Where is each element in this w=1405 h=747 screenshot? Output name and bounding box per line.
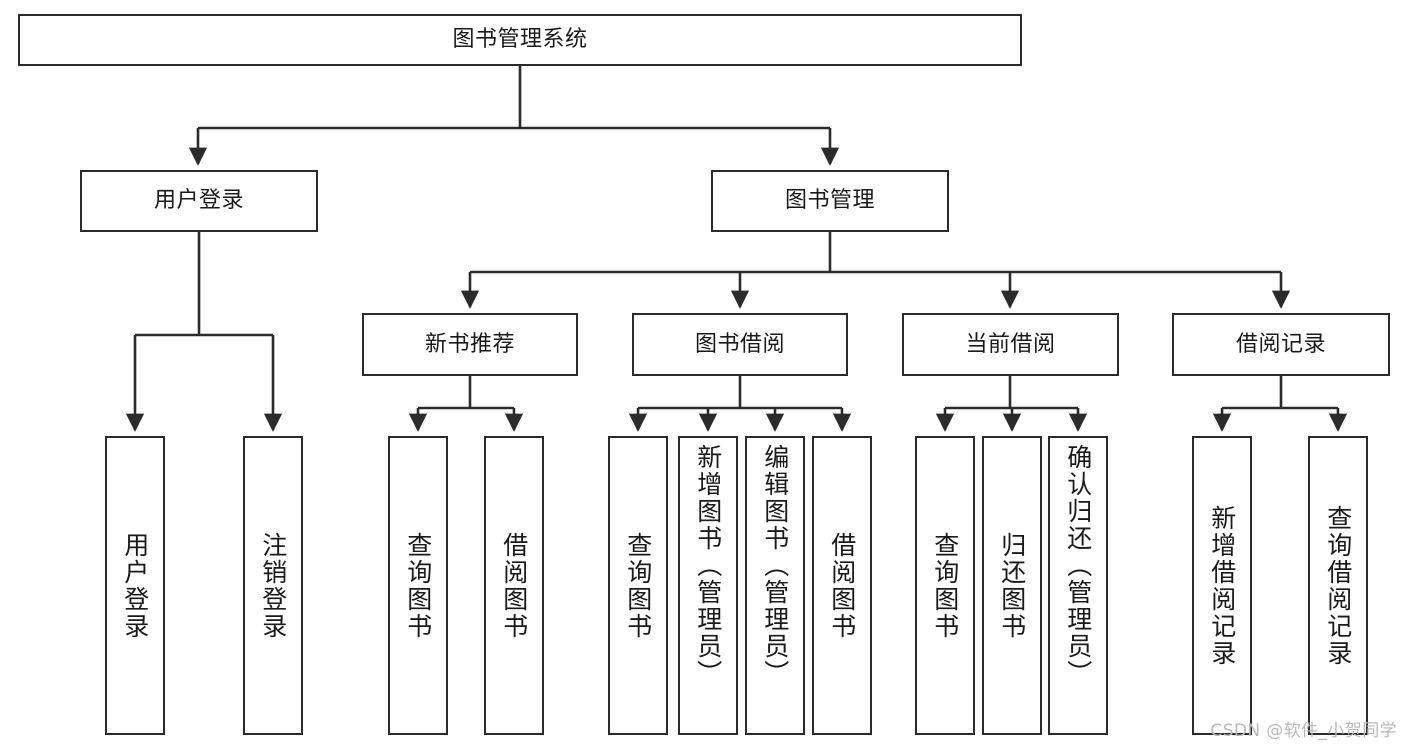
watermark: CSDN @软件_小贺同学 <box>1210 721 1397 741</box>
leaf-user-login-2[interactable]: 注销登录 <box>243 436 303 735</box>
leaf-current-borrow-2[interactable]: 归还图书 <box>982 436 1042 735</box>
node-current-borrow-label: 当前借阅 <box>965 331 1056 357</box>
leaf-book-borrow-4[interactable]: 借阅图书 <box>812 436 872 735</box>
node-user-login[interactable]: 用户登录 <box>80 170 318 232</box>
leaf-borrow-record-2-label: 查询借阅记录 <box>1323 504 1353 667</box>
leaf-book-borrow-2-label: 新增图书（管理员） <box>693 444 723 687</box>
leaf-borrow-record-1-label: 新增借阅记录 <box>1207 504 1237 667</box>
node-book-borrow[interactable]: 图书借阅 <box>632 313 848 376</box>
node-book-borrow-label: 图书借阅 <box>694 331 785 357</box>
node-book-manage[interactable]: 图书管理 <box>711 170 949 232</box>
node-borrow-record[interactable]: 借阅记录 <box>1172 313 1390 376</box>
leaf-current-borrow-1-label: 查询图书 <box>930 531 960 640</box>
leaf-user-login-1-label: 用户登录 <box>120 531 150 640</box>
leaf-user-login-1[interactable]: 用户登录 <box>105 436 165 735</box>
node-current-borrow[interactable]: 当前借阅 <box>902 313 1119 376</box>
leaf-book-borrow-1-label: 查询图书 <box>623 531 653 640</box>
node-book-manage-label: 图书管理 <box>784 188 875 214</box>
node-user-login-label: 用户登录 <box>153 188 244 214</box>
node-root[interactable]: 图书管理系统 <box>18 14 1022 66</box>
leaf-new-book-1-label: 查询图书 <box>403 531 433 640</box>
leaf-book-borrow-3[interactable]: 编辑图书（管理员） <box>745 436 805 735</box>
leaf-book-borrow-4-label: 借阅图书 <box>827 531 857 640</box>
node-new-book-recommend[interactable]: 新书推荐 <box>362 313 578 376</box>
leaf-current-borrow-3[interactable]: 确认归还（管理员） <box>1048 436 1108 735</box>
leaf-current-borrow-3-label: 确认归还（管理员） <box>1063 444 1093 687</box>
leaf-book-borrow-3-label: 编辑图书（管理员） <box>760 444 790 687</box>
leaf-current-borrow-2-label: 归还图书 <box>997 531 1027 640</box>
node-root-label: 图书管理系统 <box>452 27 588 53</box>
leaf-new-book-2[interactable]: 借阅图书 <box>484 436 544 735</box>
node-borrow-record-label: 借阅记录 <box>1235 331 1326 357</box>
leaf-new-book-1[interactable]: 查询图书 <box>388 436 448 735</box>
leaf-user-login-2-label: 注销登录 <box>258 531 288 640</box>
leaf-book-borrow-1[interactable]: 查询图书 <box>608 436 668 735</box>
leaf-book-borrow-2[interactable]: 新增图书（管理员） <box>678 436 738 735</box>
leaf-current-borrow-1[interactable]: 查询图书 <box>915 436 975 735</box>
leaf-borrow-record-1[interactable]: 新增借阅记录 <box>1192 436 1252 735</box>
leaf-new-book-2-label: 借阅图书 <box>499 531 529 640</box>
leaf-borrow-record-2[interactable]: 查询借阅记录 <box>1308 436 1368 735</box>
node-new-book-recommend-label: 新书推荐 <box>424 331 515 357</box>
